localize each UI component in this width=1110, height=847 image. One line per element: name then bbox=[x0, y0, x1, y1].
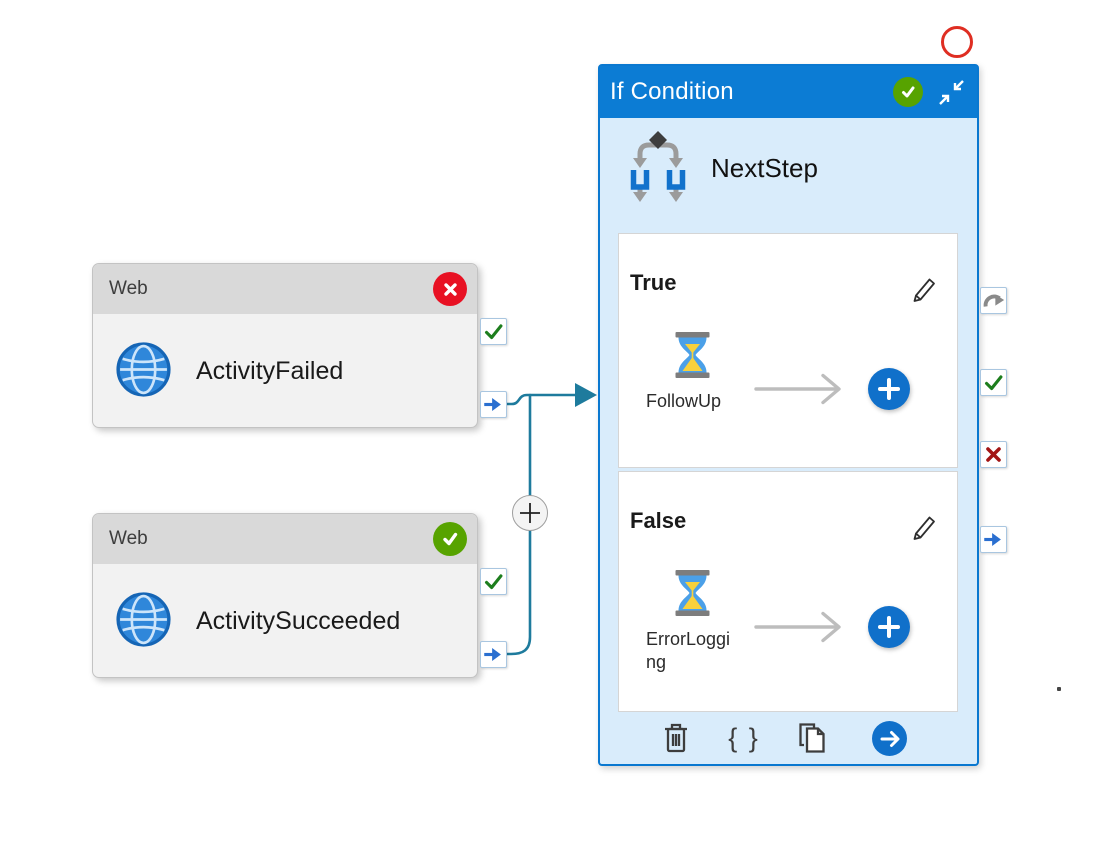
web-activity-body: ActivityFailed bbox=[93, 314, 477, 427]
web-activity-failed[interactable]: Web ActivityFailed bbox=[92, 263, 478, 428]
branch-label: False bbox=[630, 508, 687, 533]
success-port[interactable] bbox=[980, 369, 1007, 396]
copy-button[interactable] bbox=[793, 718, 831, 758]
if-condition-header[interactable]: If Condition bbox=[600, 66, 977, 118]
add-activity-button[interactable] bbox=[868, 368, 910, 410]
connector-add-button[interactable] bbox=[512, 495, 548, 531]
branch-card-true: True FollowUp bbox=[618, 233, 958, 468]
skip-port[interactable] bbox=[980, 287, 1007, 314]
wait-activity-errorlogging[interactable]: ErrorLogging bbox=[646, 570, 738, 673]
next-activity-arrow bbox=[754, 611, 841, 643]
if-condition-type-row: NextStep bbox=[629, 130, 818, 207]
completion-port[interactable] bbox=[480, 641, 507, 668]
branch-card-false: False ErrorLo bbox=[618, 471, 958, 712]
web-activity-header: Web bbox=[93, 264, 477, 314]
activity-name: ActivitySucceeded bbox=[196, 607, 401, 635]
error-status-badge bbox=[433, 272, 467, 306]
activity-name: ActivityFailed bbox=[196, 357, 344, 385]
branch-label: True bbox=[630, 270, 677, 295]
success-status-badge bbox=[433, 522, 467, 556]
wait-activity-name: ErrorLogging bbox=[646, 629, 731, 672]
next-activity-arrow bbox=[754, 373, 841, 405]
if-condition-icon bbox=[629, 130, 687, 207]
wait-hourglass-icon bbox=[672, 332, 713, 383]
wait-activity-name: FollowUp bbox=[646, 391, 722, 411]
edit-pencil-icon[interactable] bbox=[909, 510, 939, 540]
if-condition-activity[interactable]: If Condition bbox=[598, 64, 979, 766]
success-status-badge bbox=[893, 77, 923, 107]
connector-arrowhead bbox=[575, 383, 597, 407]
braces-glyph: { } bbox=[728, 722, 760, 753]
web-activity-body: ActivitySucceeded bbox=[93, 564, 477, 677]
wait-hourglass-icon bbox=[672, 570, 713, 621]
success-port[interactable] bbox=[480, 568, 507, 595]
failure-port[interactable] bbox=[980, 441, 1007, 468]
if-condition-title: If Condition bbox=[610, 78, 734, 105]
activity-type-label: Web bbox=[109, 528, 148, 549]
activity-type-label: Web bbox=[109, 278, 148, 299]
add-activity-button[interactable] bbox=[868, 606, 910, 648]
web-globe-icon bbox=[115, 341, 172, 403]
artifact-dot bbox=[1057, 687, 1061, 691]
web-activity-header: Web bbox=[93, 514, 477, 564]
success-port[interactable] bbox=[480, 318, 507, 345]
edit-pencil-icon[interactable] bbox=[909, 272, 939, 302]
navigate-arrow-button[interactable] bbox=[872, 721, 907, 756]
web-globe-icon bbox=[115, 591, 172, 653]
delete-button[interactable] bbox=[657, 718, 695, 758]
if-condition-name: NextStep bbox=[711, 153, 818, 183]
annotation-circle bbox=[941, 26, 973, 58]
wait-activity-followup[interactable]: FollowUp bbox=[646, 332, 738, 413]
web-activity-succeeded[interactable]: Web ActivitySucceeded bbox=[92, 513, 478, 678]
code-braces-button[interactable]: { } bbox=[725, 718, 763, 758]
collapse-icon[interactable] bbox=[938, 79, 965, 106]
completion-port[interactable] bbox=[980, 526, 1007, 553]
completion-port[interactable] bbox=[480, 391, 507, 418]
